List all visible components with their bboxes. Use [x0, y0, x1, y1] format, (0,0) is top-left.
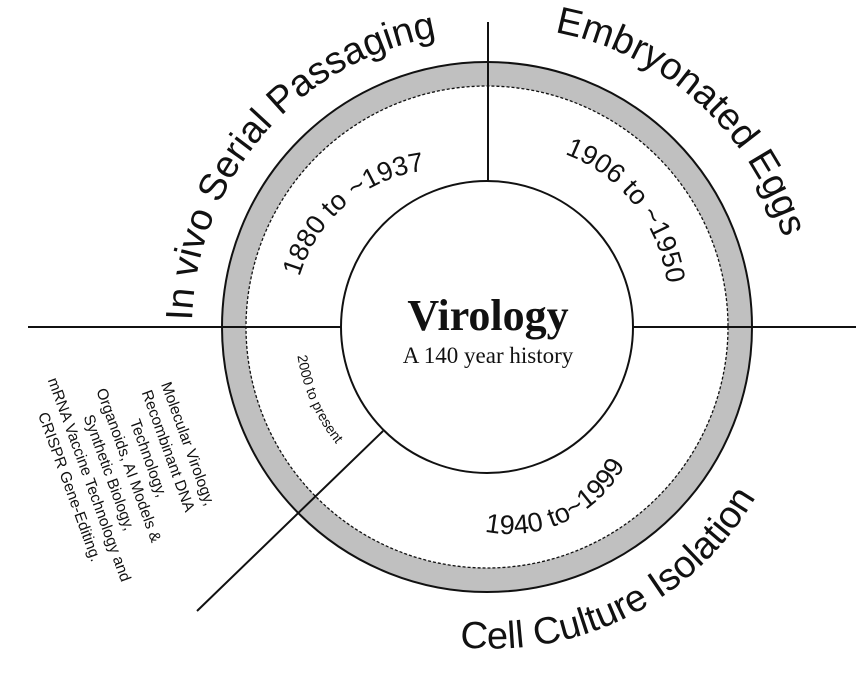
- center-title: Virology: [407, 291, 568, 340]
- modern-era-list: Molecular Virology, Recombinant DNA Tech…: [34, 376, 218, 585]
- center-circle: [340, 180, 634, 474]
- divider-line-diagonal: [196, 430, 384, 612]
- center-subtitle: A 140 year history: [403, 343, 574, 368]
